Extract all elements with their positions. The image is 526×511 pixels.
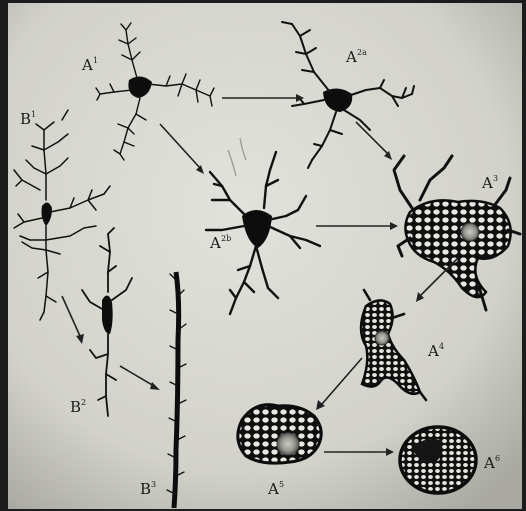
label-a3-base: A (481, 174, 493, 192)
label-a2b-sup: 2b (221, 234, 231, 243)
label-a2b-base: A (209, 234, 221, 252)
label-a6-base: A (483, 454, 495, 472)
label-a5-base: A (267, 480, 279, 498)
label-a5-sup: 5 (279, 480, 284, 489)
label-b3-base: B (140, 480, 151, 498)
label-a1-sup: 1 (93, 56, 98, 65)
label-a4-sup: 4 (439, 342, 444, 351)
label-b1-base: B (20, 110, 31, 128)
label-a3-sup: 3 (493, 174, 498, 183)
label-a4-base: A (427, 342, 439, 360)
label-b3-sup: 3 (151, 480, 156, 489)
label-a2a-base: A (345, 48, 357, 66)
label-a2a-sup: 2a (357, 48, 367, 57)
label-a6-sup: 6 (495, 454, 500, 463)
label-b1-sup: 1 (31, 110, 36, 119)
label-b2-sup: 2 (81, 398, 86, 407)
cell-a5 (238, 405, 321, 464)
label-a1-base: A (81, 56, 93, 74)
cell-a6 (400, 427, 476, 493)
label-b2-base: B (70, 398, 81, 416)
